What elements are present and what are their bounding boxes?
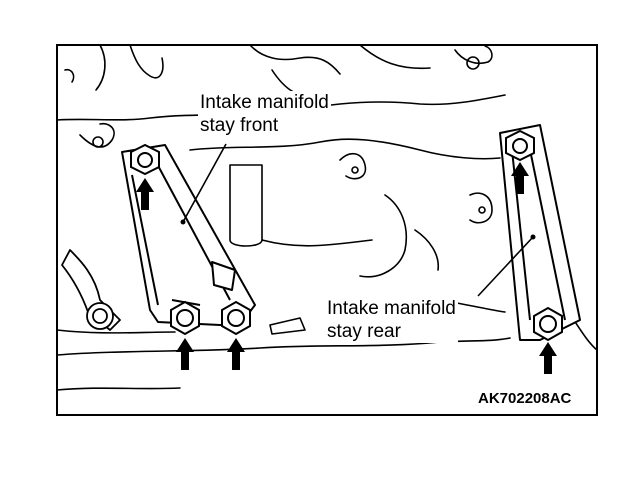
intake-manifold-stay-front: [121, 144, 256, 326]
figure-code: AK702208AC: [478, 390, 572, 407]
arrow-bolt-front-top: [136, 178, 154, 210]
label-stay-front-line2: stay front: [200, 115, 279, 136]
leader-stay-rear: [477, 236, 534, 297]
bolt-front-lower-left: [170, 300, 200, 336]
bolt-rear-lower: [533, 306, 563, 342]
label-stay-front: Intake manifold stay front: [198, 91, 331, 137]
intake-manifold-stay-rear: [499, 124, 581, 341]
label-stay-rear: Intake manifold stay rear: [325, 297, 458, 343]
leader-lines: [182, 143, 534, 297]
bolts: [130, 129, 563, 342]
bolt-front-top: [130, 143, 160, 176]
label-stay-front-line1: Intake manifold: [200, 92, 329, 113]
left-lower-bracket: [61, 249, 121, 331]
engine-block-outline: [56, 44, 598, 391]
label-stay-rear-line1: Intake manifold: [327, 298, 456, 319]
arrows: [136, 162, 557, 374]
label-stay-rear-line2: stay rear: [327, 321, 401, 342]
bolt-front-lower-right: [221, 300, 251, 336]
arrow-bolt-front-lower-right: [227, 338, 245, 370]
arrow-bolt-rear-top: [511, 162, 529, 194]
bolt-rear-top: [505, 129, 535, 162]
leader-stay-front: [182, 143, 227, 223]
arrow-bolt-front-lower-left: [176, 338, 194, 370]
arrow-bolt-rear-lower: [539, 342, 557, 374]
leader-dots: [180, 219, 536, 240]
figure-frame: [56, 44, 598, 416]
